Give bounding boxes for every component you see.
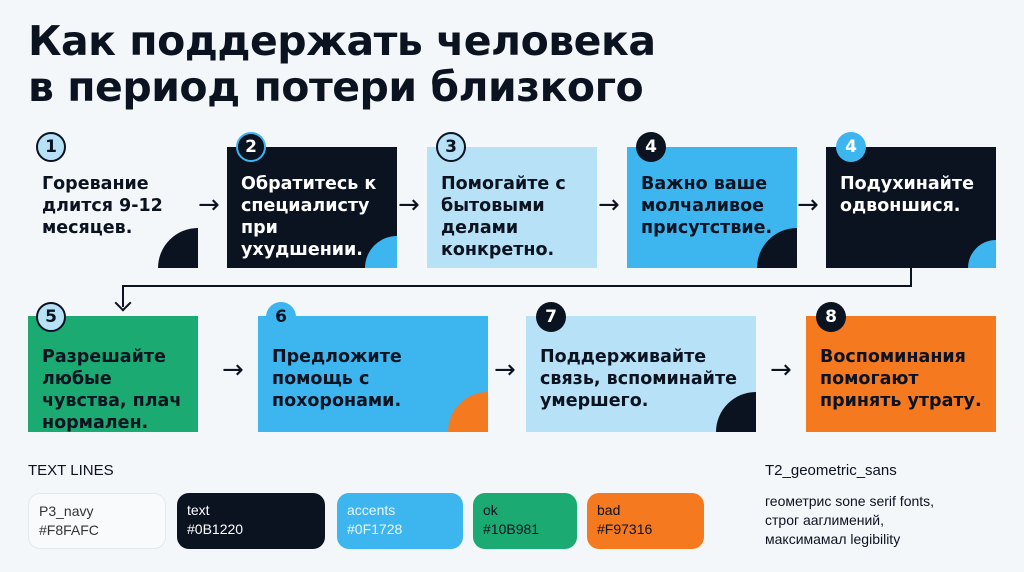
step-6: Разрешайте любые чувства, плач нормален.: [28, 316, 198, 432]
step-number-3: 3: [436, 132, 466, 162]
step-number-4: 4: [636, 132, 666, 162]
swatch-ok: ok #10B981: [473, 493, 577, 549]
step-9: Воспоминания помогают принять утрату.: [806, 316, 996, 432]
font-note-line: геометрис sone serif fonts,: [765, 493, 935, 509]
step-number-7: 7: [536, 302, 566, 332]
swatch-hex: #0F1728: [347, 521, 403, 537]
arrow-down-icon: [114, 294, 132, 312]
arrow-icon: →: [198, 190, 220, 220]
font-note: геометрис sone serif fonts, строг ааглим…: [765, 492, 934, 549]
step-3: Помогайте с бытовыми делами конкретно.: [427, 147, 597, 268]
font-note-title: T2_geometric_sans: [765, 462, 897, 479]
legend-title: TEXT LINES: [28, 462, 114, 479]
step-5: Подухинайте одвоншися.: [826, 147, 996, 268]
font-note-line: максимамал legibility: [765, 531, 901, 547]
swatch-label: ok: [483, 502, 498, 518]
swatch-hex: #0B1220: [187, 521, 244, 537]
quarter-circle-decoration: [968, 240, 996, 268]
step-number-4b: 4: [836, 132, 866, 162]
arrow-icon: →: [222, 355, 244, 385]
arrow-icon: →: [770, 355, 792, 385]
swatch-accents: accents #0F1728: [337, 493, 463, 549]
step-7: Предложите помощь с похоронами.: [258, 316, 488, 432]
step-number-1: 1: [36, 132, 66, 162]
arrow-icon: →: [398, 190, 420, 220]
swatch-text: text #0B1220: [177, 493, 325, 549]
swatch-label: accents: [347, 502, 396, 518]
step-number-5: 5: [36, 302, 66, 332]
font-note-line: строг ааглимений,: [765, 512, 885, 528]
swatch-hex: #10B981: [483, 521, 540, 537]
connector-line: [122, 285, 124, 307]
title-line-1: Как поддержать человека: [28, 17, 656, 65]
swatch-p3-navy: P3_navy #F8FAFC: [28, 493, 166, 549]
connector-line: [122, 285, 912, 287]
arrow-icon: →: [797, 190, 819, 220]
step-1: Горевание длится 9-12 месяцев.: [28, 147, 198, 268]
arrow-icon: →: [494, 355, 516, 385]
step-number-8: 8: [816, 302, 846, 332]
step-8: Поддерживайте связь, вспоминайте умершег…: [526, 316, 756, 432]
swatch-label: P3_navy: [39, 503, 94, 519]
swatch-hex: #F8FAFC: [39, 522, 99, 538]
swatch-label: text: [187, 502, 210, 518]
step-number-6: 6: [266, 302, 296, 332]
swatch-bad: bad #F97316: [587, 493, 704, 549]
connector-line: [910, 268, 912, 286]
page-title: Как поддержать человека в период потери …: [28, 17, 656, 111]
step-number-2: 2: [236, 132, 266, 162]
step-2: Обратитесь к специалисту при ухудшении.: [227, 147, 397, 268]
swatch-hex: #F97316: [597, 521, 653, 537]
arrow-icon: →: [598, 190, 620, 220]
quarter-circle-decoration: [448, 392, 488, 432]
step-4: Важно ваше молчаливое присутствие.: [627, 147, 797, 268]
title-line-2: в период потери близкого: [28, 63, 644, 111]
swatch-label: bad: [597, 502, 621, 518]
